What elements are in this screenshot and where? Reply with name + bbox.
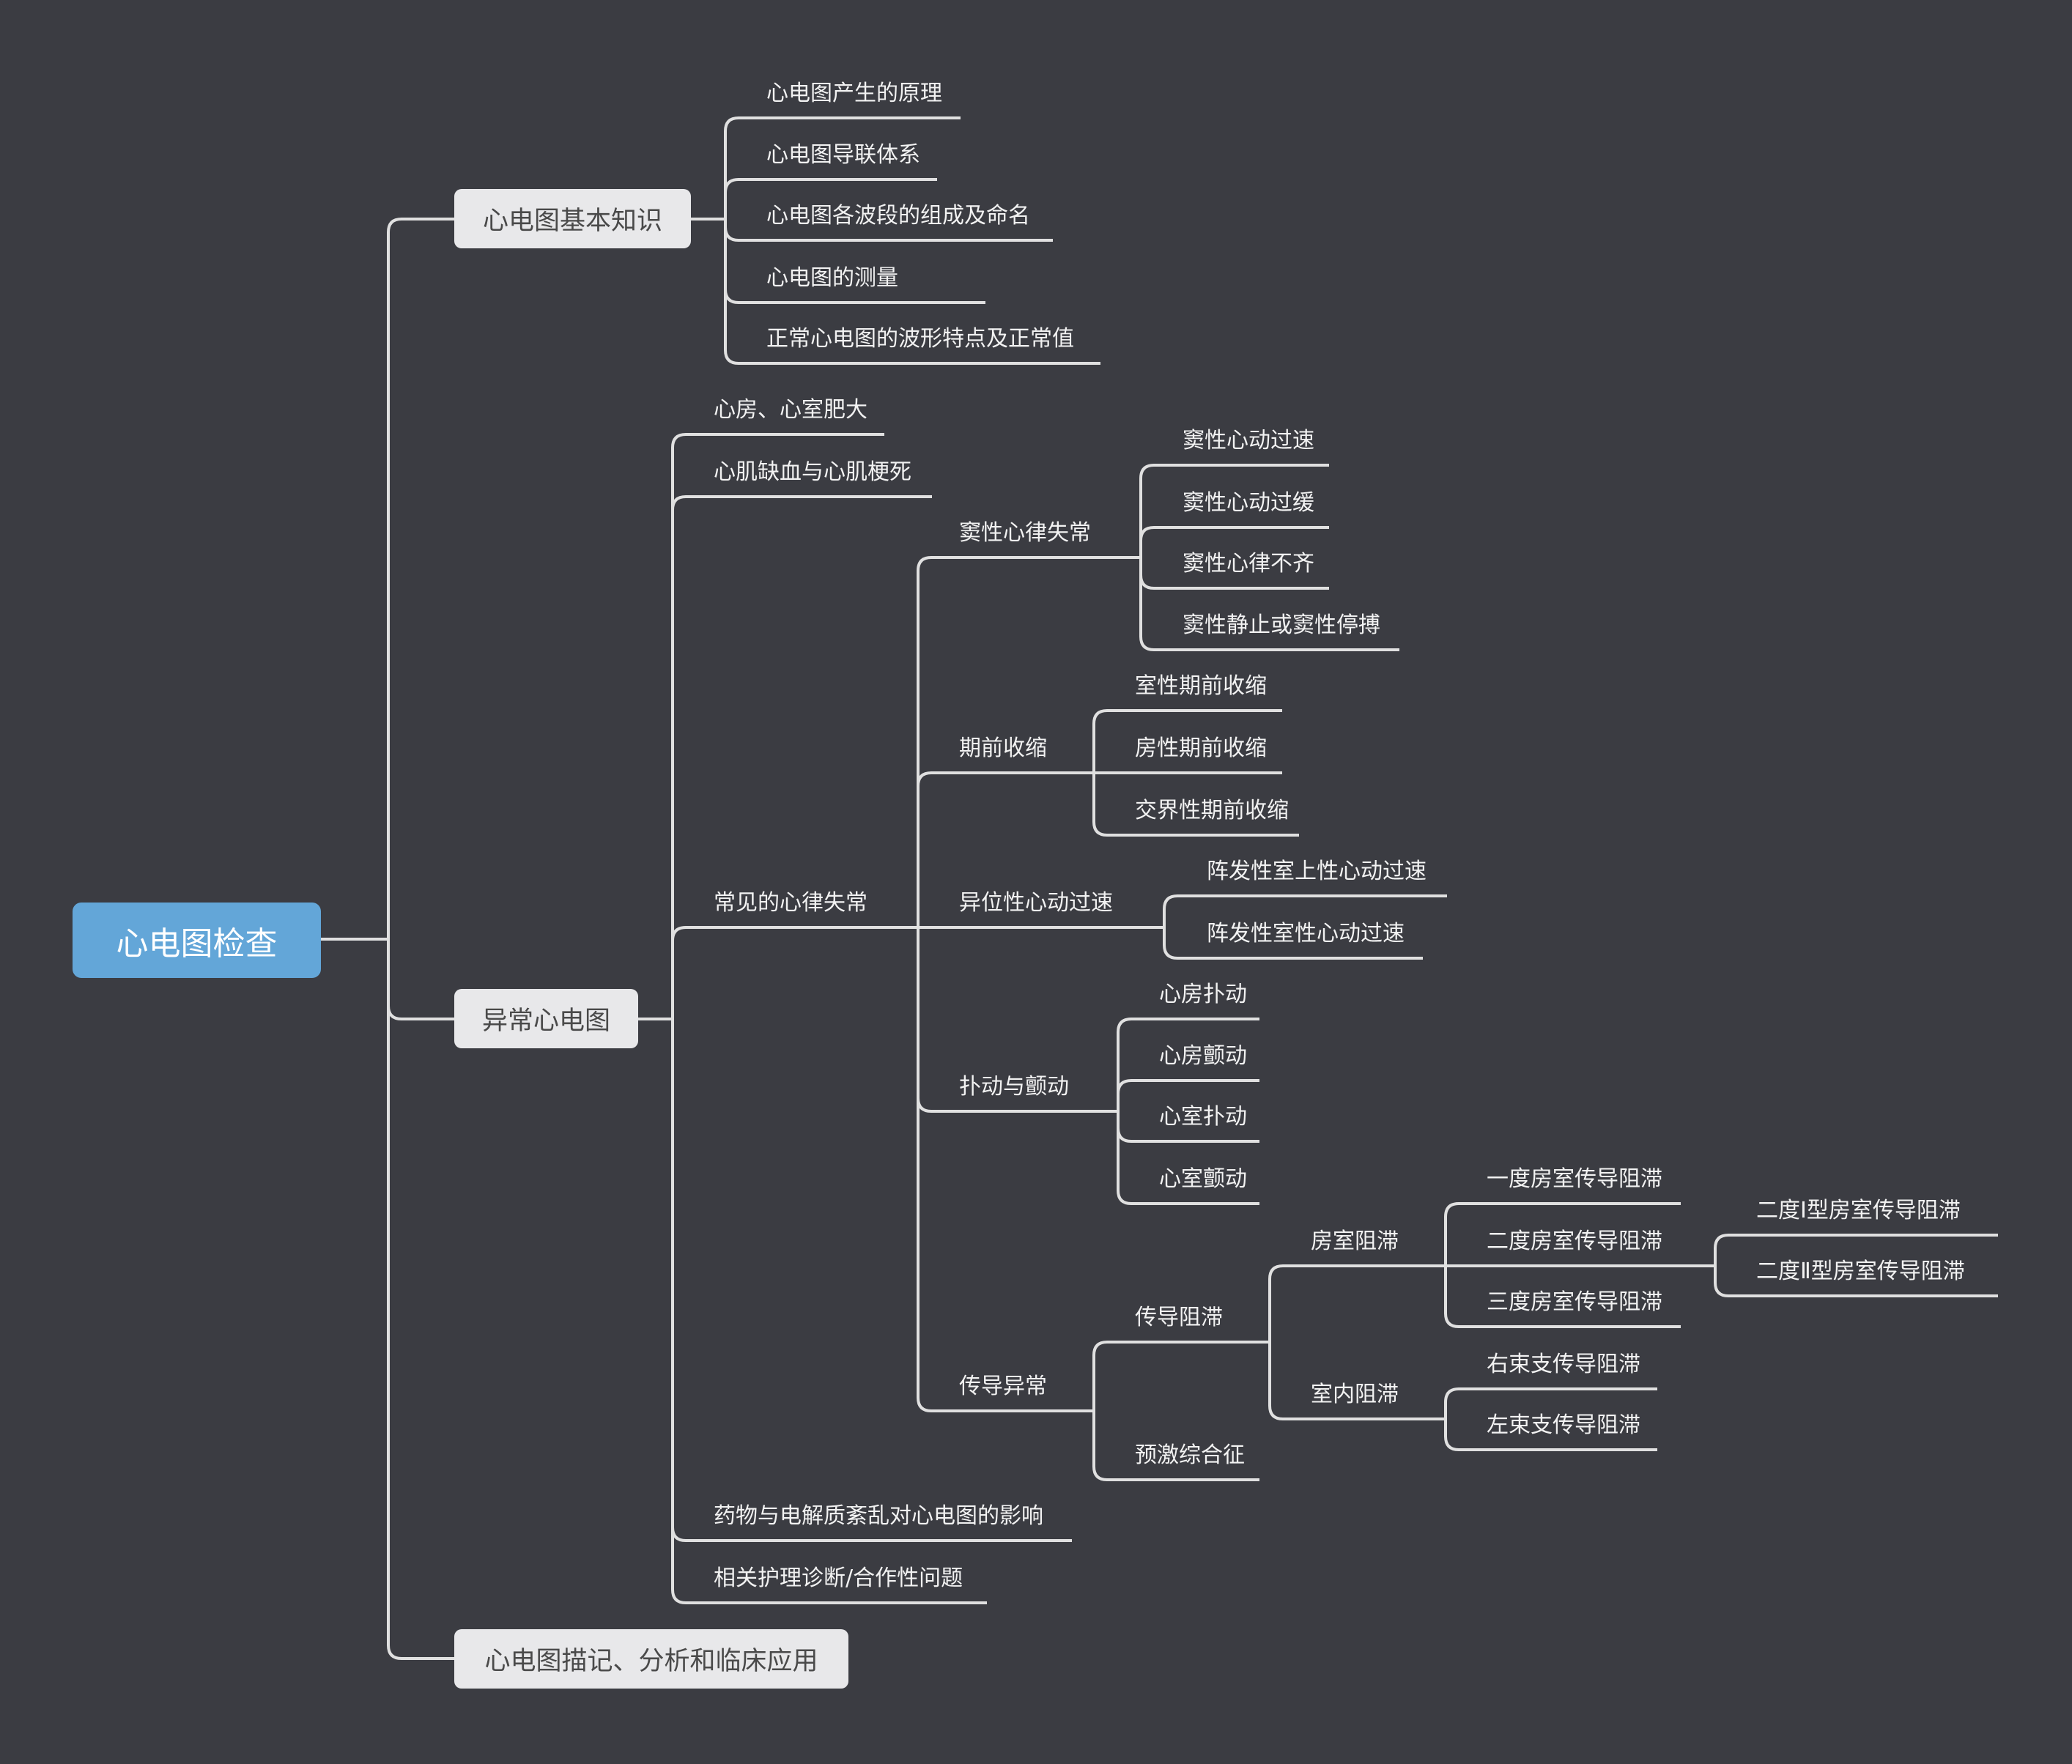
topic-drug-electrolyte[interactable]: 药物与电解质紊乱对心电图的影响 — [714, 1503, 1043, 1529]
topic-first-degree-avb[interactable]: 一度房室传导阻滞 — [1487, 1166, 1662, 1192]
topic-mobitz-1[interactable]: 二度Ⅰ型房室传导阻滞 — [1756, 1198, 1961, 1223]
topic-ventricular-fibrillation[interactable]: 心室颤动 — [1159, 1166, 1247, 1192]
ectopic-link-0 — [1163, 894, 1447, 927]
topic-sinus-tachycardia[interactable]: 窦性心动过速 — [1183, 428, 1314, 453]
arrhythmia-link-4 — [917, 927, 1094, 1412]
topic-conduction-abnormality[interactable]: 传导异常 — [959, 1374, 1047, 1399]
topic-pvt[interactable]: 阵发性室性心动过速 — [1207, 921, 1405, 946]
flutter-link-0 — [1117, 1018, 1259, 1111]
root-link-1 — [387, 939, 454, 1020]
conduction-link-0 — [1092, 1341, 1270, 1411]
topic-ecg-principle[interactable]: 心电图产生的原理 — [766, 81, 942, 106]
ivblock-link-0 — [1444, 1387, 1657, 1419]
topic-second-degree-avb[interactable]: 二度房室传导阻滞 — [1487, 1228, 1662, 1254]
topic-measurement[interactable]: 心电图的测量 — [766, 265, 898, 291]
avblock-link-2 — [1444, 1266, 1681, 1328]
topic-junctional-premature[interactable]: 交界性期前收缩 — [1135, 798, 1289, 823]
topic-nursing-diagnosis[interactable]: 相关护理诊断/合作性问题 — [714, 1565, 963, 1591]
block-link-1 — [1268, 1342, 1446, 1420]
sinus-link-1 — [1139, 526, 1329, 557]
topic-premature-contraction[interactable]: 期前收缩 — [959, 735, 1047, 761]
arrhythmia-link-1 — [917, 771, 1094, 927]
abnormal-link-0 — [671, 433, 884, 1019]
avblock-link-0 — [1444, 1202, 1681, 1266]
topic-sinus-irregular[interactable]: 窦性心律不齐 — [1183, 551, 1314, 577]
second-degree-link-1 — [1714, 1266, 1998, 1297]
topic-common-arrhythmia[interactable]: 常见的心律失常 — [714, 890, 867, 916]
topic-lbbb[interactable]: 左束支传导阻滞 — [1487, 1412, 1640, 1438]
topic-ventricular-flutter[interactable]: 心室扑动 — [1159, 1104, 1247, 1130]
topic-psvt[interactable]: 阵发性室上性心动过速 — [1207, 859, 1427, 884]
ectopic-link-1 — [1163, 927, 1423, 960]
flutter-link-3 — [1117, 1111, 1259, 1205]
block-link-0 — [1268, 1264, 1446, 1342]
branch-basic-knowledge[interactable]: 心电图基本知识 — [454, 189, 691, 248]
topic-mobitz-2[interactable]: 二度Ⅱ型房室传导阻滞 — [1756, 1259, 1965, 1284]
premature-link-2 — [1092, 773, 1299, 837]
topic-sinus-arrest[interactable]: 窦性静止或窦性停搏 — [1183, 612, 1380, 638]
flutter-link-1 — [1117, 1079, 1259, 1111]
topic-hypertrophy[interactable]: 心房、心室肥大 — [714, 397, 867, 423]
basic-link-4 — [724, 219, 1100, 365]
abnormal-link-1 — [671, 495, 932, 1019]
conduction-link-1 — [1092, 1411, 1259, 1481]
topic-atrial-fibrillation[interactable]: 心房颤动 — [1159, 1043, 1247, 1069]
premature-link-0 — [1092, 709, 1282, 773]
basic-link-1 — [724, 178, 937, 219]
basic-link-0 — [724, 116, 961, 219]
topic-ischemia-infarction[interactable]: 心肌缺血与心肌梗死 — [714, 459, 911, 485]
topic-atrial-flutter[interactable]: 心房扑动 — [1159, 982, 1247, 1007]
branch-abnormal-ecg[interactable]: 异常心电图 — [454, 989, 638, 1048]
topic-conduction-block[interactable]: 传导阻滞 — [1135, 1305, 1223, 1330]
second-degree-link-0 — [1714, 1234, 1998, 1266]
topic-lead-system[interactable]: 心电图导联体系 — [766, 142, 920, 168]
sinus-link-0 — [1139, 464, 1329, 557]
topic-ventricular-premature[interactable]: 室性期前收缩 — [1135, 673, 1267, 699]
topic-rbbb[interactable]: 右束支传导阻滞 — [1487, 1352, 1640, 1377]
topic-sinus-bradycardia[interactable]: 窦性心动过缓 — [1183, 490, 1314, 516]
topic-ectopic-tachycardia[interactable]: 异位性心动过速 — [959, 890, 1113, 916]
root-node[interactable]: 心电图检查 — [73, 903, 321, 978]
ivblock-link-1 — [1444, 1419, 1657, 1451]
topic-flutter-fibrillation[interactable]: 扑动与颤动 — [959, 1074, 1069, 1100]
abnormal-link-4 — [671, 1019, 987, 1604]
topic-intraventricular-block[interactable]: 室内阻滞 — [1311, 1382, 1399, 1407]
root-link-0 — [387, 218, 454, 939]
topic-waveform-naming[interactable]: 心电图各波段的组成及命名 — [766, 203, 1030, 229]
topic-preexcitation[interactable]: 预激综合征 — [1135, 1442, 1245, 1468]
root-link-2 — [387, 939, 454, 1660]
topic-normal-values[interactable]: 正常心电图的波形特点及正常值 — [766, 326, 1074, 352]
topic-atrial-premature[interactable]: 房性期前收缩 — [1135, 735, 1267, 761]
topic-third-degree-avb[interactable]: 三度房室传导阻滞 — [1487, 1289, 1662, 1315]
abnormal-link-2 — [671, 926, 918, 1019]
branch-clinical-application[interactable]: 心电图描记、分析和临床应用 — [454, 1629, 848, 1689]
topic-av-block[interactable]: 房室阻滞 — [1311, 1228, 1399, 1254]
topic-sinus-arrhythmia[interactable]: 窦性心律失常 — [959, 520, 1091, 546]
arrhythmia-link-0 — [917, 556, 1141, 927]
sinus-link-3 — [1139, 557, 1399, 651]
